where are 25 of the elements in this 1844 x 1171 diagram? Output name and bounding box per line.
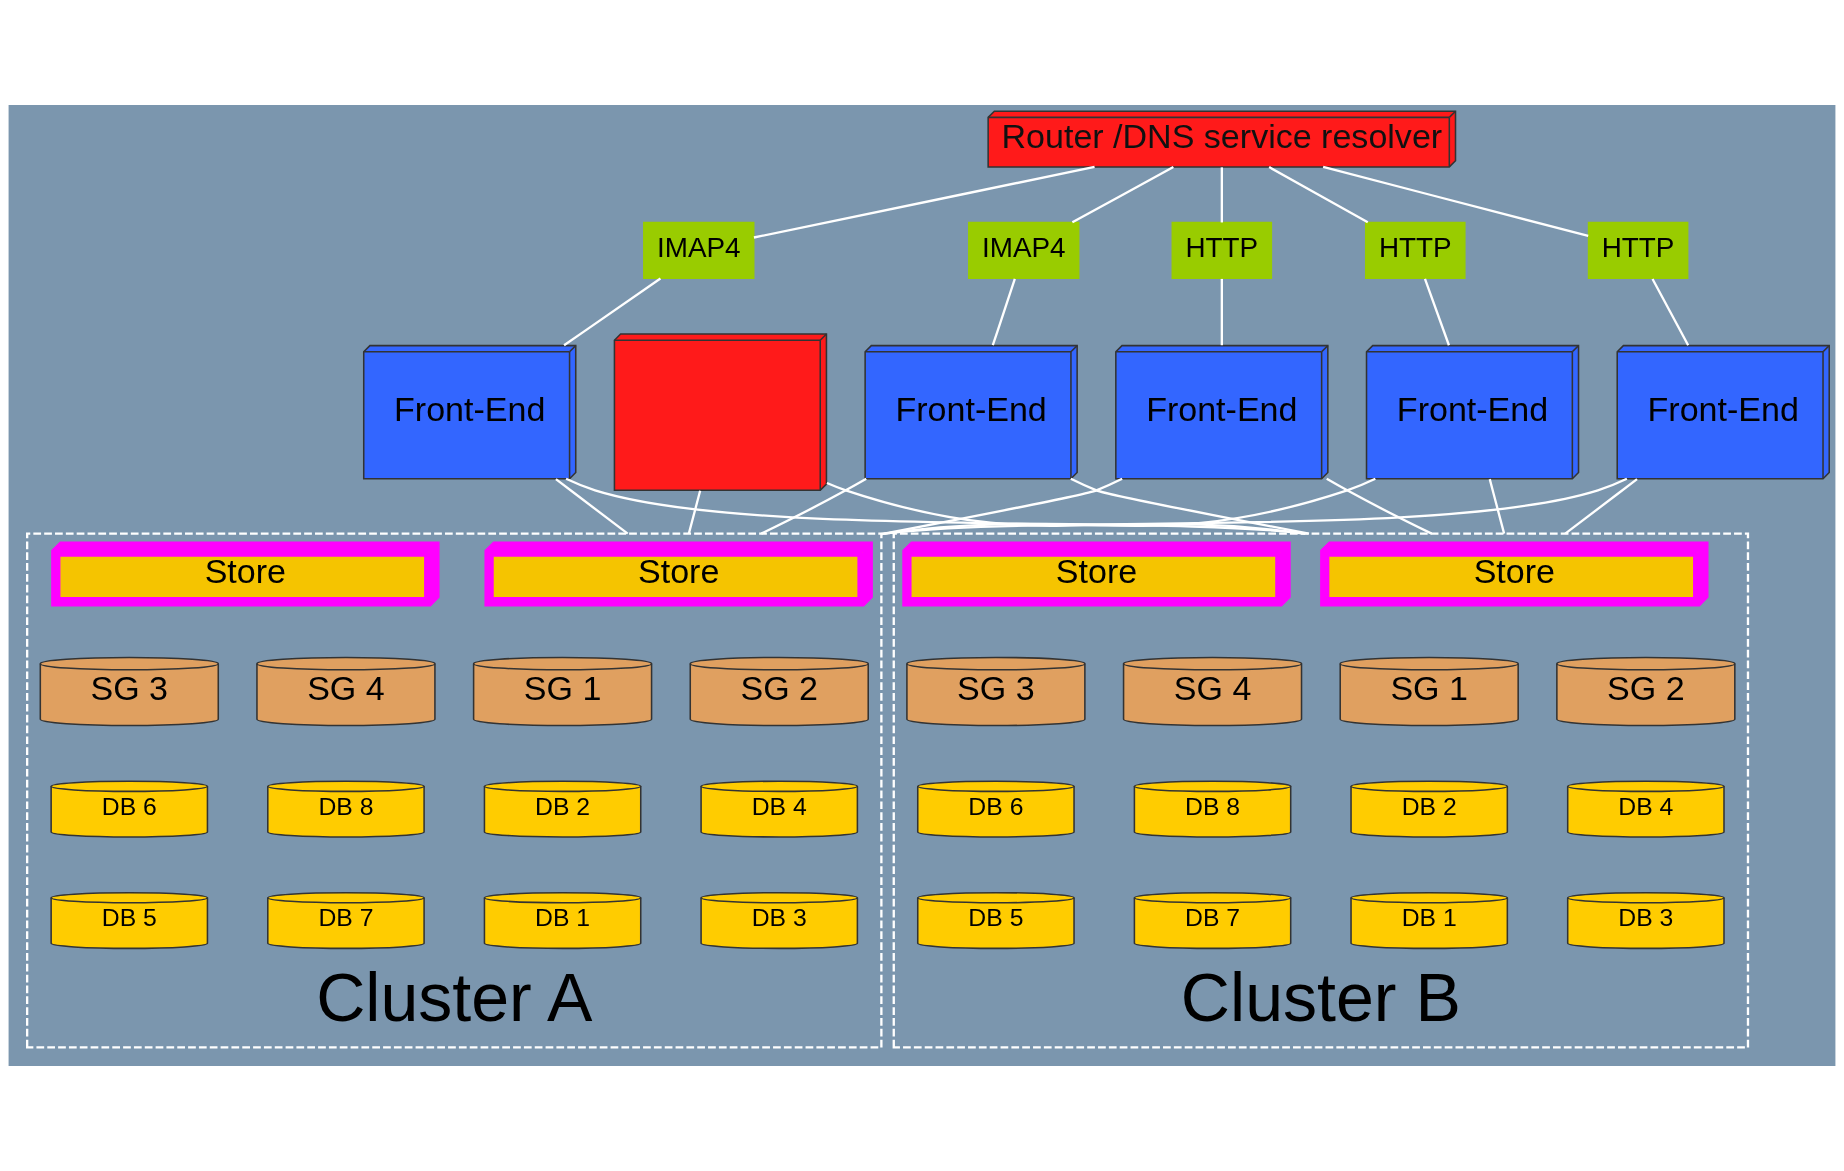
node-box: HTTP [1587, 221, 1689, 280]
node-box: HTTP [1364, 221, 1466, 280]
node-box: IMAP4 [968, 221, 1080, 280]
connector [1220, 278, 1223, 346]
connector [760, 477, 867, 535]
node-box: IMAP4 [643, 221, 755, 280]
connector [687, 490, 702, 534]
connector [1070, 477, 1310, 535]
connector [991, 278, 1016, 346]
connector [1423, 278, 1451, 346]
connector [565, 477, 1306, 535]
connector [753, 165, 1095, 239]
connector [1220, 167, 1223, 223]
connector [1071, 166, 1174, 224]
connector [1488, 478, 1506, 534]
connector [826, 482, 1306, 535]
node-box: HTTP [1171, 221, 1273, 280]
connector [1326, 477, 1433, 535]
connector [1564, 478, 1638, 535]
connector [555, 478, 629, 535]
connector [563, 277, 662, 347]
connector [881, 477, 1628, 536]
connector [1322, 165, 1589, 238]
connector [1651, 278, 1690, 346]
connector [1268, 166, 1369, 224]
